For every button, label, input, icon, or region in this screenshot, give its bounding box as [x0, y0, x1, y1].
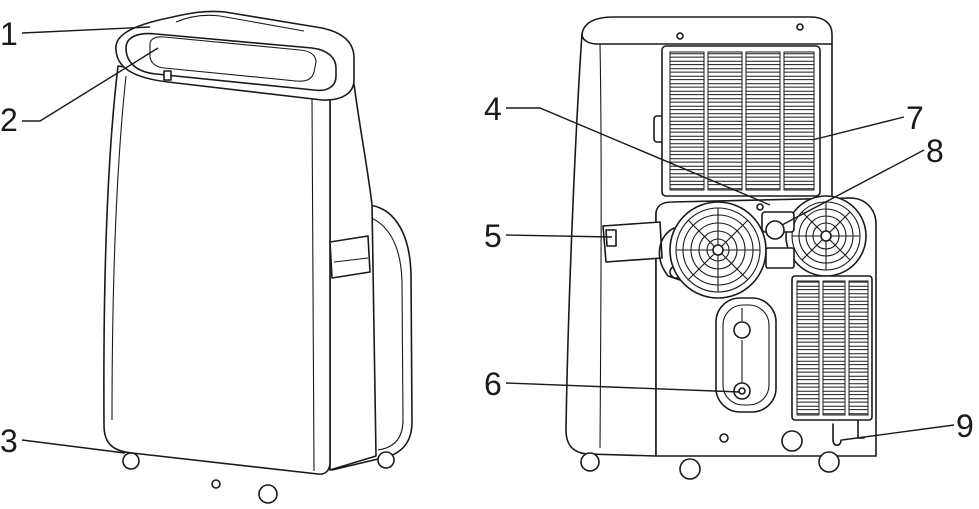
front-seam — [311, 97, 315, 472]
lower-grille-column-3 — [848, 280, 869, 416]
callout-number-5: 5 — [484, 218, 502, 254]
caster-wheel-rear-right — [377, 451, 395, 469]
side-housing-inner-edge — [365, 215, 404, 451]
drain-plug-upper — [733, 321, 751, 339]
callout-number-6: 6 — [484, 366, 502, 402]
lower-grille-column-1 — [796, 280, 820, 416]
upper-grille-column-1 — [669, 51, 705, 191]
screw-housing-right — [756, 203, 764, 211]
side-handle-grip — [605, 229, 617, 247]
callout-number-2: 2 — [0, 102, 18, 138]
lower-grille-column-2 — [822, 280, 846, 416]
drain-panel — [715, 297, 777, 413]
front-panel — [103, 65, 331, 475]
power-socket-box — [765, 247, 795, 269]
callout-number-7: 7 — [906, 100, 924, 136]
callout-line-6 — [505, 382, 741, 393]
front-view-unit — [103, 10, 413, 504]
callout-number-3: 3 — [0, 423, 18, 459]
caster-wheel-front-left — [122, 452, 140, 470]
callout-line-8 — [781, 149, 925, 226]
upper-grille-column-3 — [745, 51, 781, 191]
callout-line-3 — [21, 439, 126, 454]
rear-left-edge — [599, 43, 602, 449]
caster-wheel-rear-center — [679, 458, 701, 480]
callout-line-4 — [506, 107, 771, 206]
caster-wheel-front-right — [258, 484, 278, 504]
bottom-drain-knob — [781, 430, 803, 452]
caster-wheel-rear-right — [818, 451, 840, 473]
callout-line-9 — [841, 424, 955, 441]
side-handle — [602, 221, 663, 263]
callout-line-1 — [21, 26, 151, 34]
front-left-edge — [111, 75, 127, 421]
bottom-drain-port — [719, 433, 729, 443]
upper-grille-column-4 — [783, 51, 815, 191]
rear-view-unit — [565, 16, 877, 480]
callout-number-4: 4 — [484, 91, 502, 127]
rear-top-cap — [581, 16, 833, 45]
side-handle-lip — [333, 257, 369, 263]
caster-wheel-rear-left — [580, 452, 600, 472]
callout-number-8: 8 — [926, 133, 944, 169]
cord-hook — [832, 423, 842, 447]
power-knob — [765, 220, 785, 240]
callout-number-1: 1 — [0, 16, 18, 52]
callout-line-7 — [811, 116, 905, 141]
side-handle-recess — [329, 235, 371, 279]
callout-line-5 — [505, 234, 613, 238]
top-lid — [115, 10, 355, 101]
top-lid-back-ridge — [175, 14, 305, 32]
control-panel — [149, 36, 317, 82]
callouts: 1 2 3 4 5 6 7 8 9 — [0, 16, 974, 459]
drain-plug-lower-cap — [738, 387, 746, 395]
intake-fan-hub — [820, 230, 832, 242]
callout-number-9: 9 — [956, 408, 974, 444]
screw-top-right — [796, 23, 804, 31]
exhaust-fan-hub — [712, 244, 724, 256]
exhaust-elbow — [658, 227, 693, 285]
top-panel-recess — [125, 32, 337, 92]
screw-top-left — [676, 32, 684, 40]
upper-grille-column-2 — [707, 51, 743, 191]
callout-line-2 — [22, 47, 159, 122]
caster-wheel-rear-left — [211, 479, 221, 489]
side-panel — [329, 83, 377, 471]
drain-panel-inner — [722, 304, 770, 406]
indicator-light — [163, 70, 172, 81]
